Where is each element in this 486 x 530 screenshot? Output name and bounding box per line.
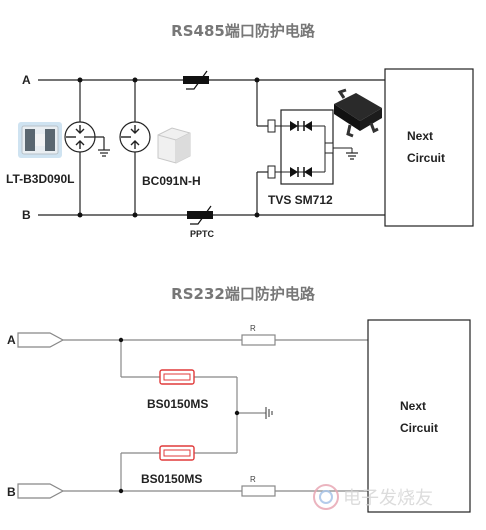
rs485-title: RS485端口防护电路 (171, 22, 316, 40)
bs0150ms-bottom (159, 445, 195, 461)
resistor-bottom (241, 485, 276, 497)
bs0150ms-top-label: BS0150MS (147, 397, 208, 411)
connector-a (17, 332, 65, 348)
gdt2-component-image (157, 127, 191, 164)
rs485-next-circuit-box (384, 68, 474, 227)
rs232-title: RS232端口防护电路 (171, 285, 316, 303)
tvs-label: TVS SM712 (268, 193, 333, 207)
rs485-junctions (77, 77, 260, 218)
rs232-next-line1: Next (400, 399, 426, 413)
rs485-next-line2: Circuit (407, 151, 445, 165)
gdt2-label: BC091N-H (142, 174, 201, 188)
rs232-junctions (118, 337, 240, 494)
resistor-top (241, 334, 276, 346)
gdt1-component-image (18, 122, 62, 158)
gdt2-symbol (119, 121, 151, 153)
rs485-line-b-label: B (22, 208, 31, 222)
watermark: 电子发烧友 (313, 484, 433, 510)
watermark-text: 电子发烧友 (343, 488, 433, 509)
rs485-next-line1: Next (407, 129, 433, 143)
rs232-line-a-label: A (7, 333, 16, 347)
rs232-wires (63, 339, 368, 492)
bs0150ms-bottom-label: BS0150MS (141, 472, 202, 486)
rs485-wires (38, 79, 385, 216)
rs232-line-b-label: B (7, 485, 16, 499)
tvs-package-image (334, 88, 382, 138)
rs485-line-a-label: A (22, 73, 31, 87)
resistor-top-label: R (250, 324, 256, 333)
tvs-sm712-symbol (267, 109, 358, 185)
rs232-next-circuit-box (367, 319, 471, 513)
bs0150ms-top (159, 369, 195, 385)
gdt1-label: LT-B3D090L (6, 172, 74, 186)
gdt1-symbol (64, 121, 110, 157)
pptc-bottom-symbol (187, 205, 213, 225)
pptc-top-symbol (183, 70, 209, 90)
resistor-bottom-label: R (250, 475, 256, 484)
connector-b (17, 483, 65, 499)
rs232-next-line2: Circuit (400, 421, 438, 435)
pptc-label: PPTC (190, 229, 215, 239)
